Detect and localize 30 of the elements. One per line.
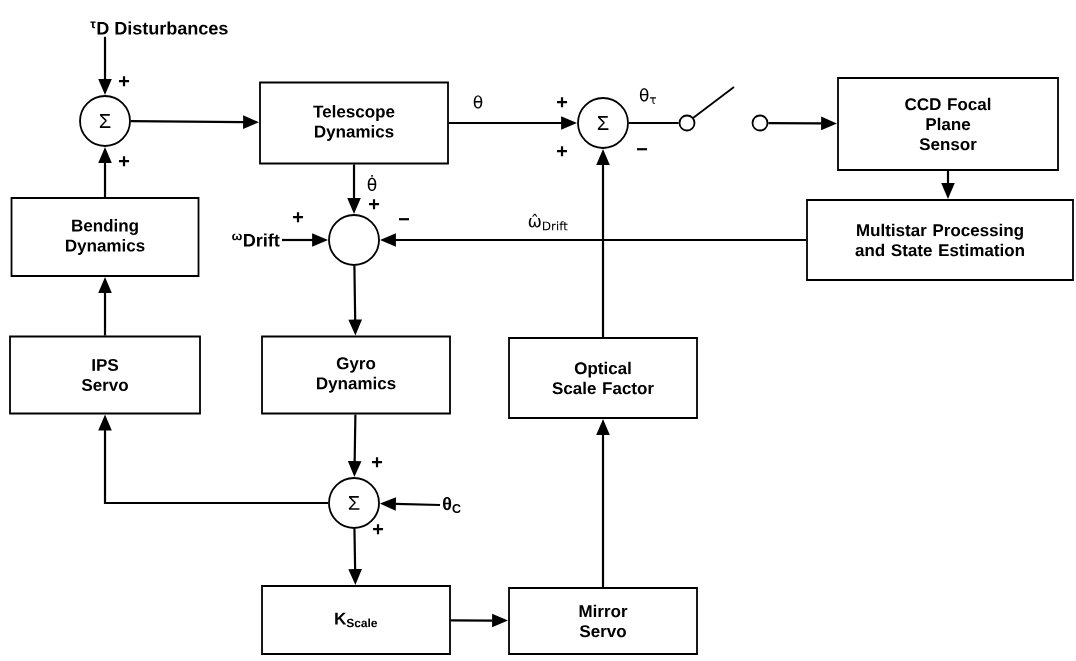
edge-label: θ̇ [365,173,379,193]
edge-label: θ$_{τ}$ [637,87,659,105]
switch-terminal [678,114,696,132]
sign-label: + [557,97,568,108]
process-box: CCD Focal Plane Sensor [837,77,1059,171]
input-label: $^{ω}$Drift [232,233,280,247]
sign-label: + [557,146,568,157]
edge-label: ω̂$_{Drift}$ [526,212,570,232]
switch-terminal [751,114,769,132]
sign-label: − [637,148,647,151]
input-label: θ$_{C}$ [443,497,461,513]
sign-label: + [369,199,380,210]
input-label: $^{τ}$D Disturbances [90,21,228,35]
summing-junction: Σ [79,95,131,147]
process-box: K$_{Scale}$ [261,585,451,655]
sign-label: + [372,457,383,468]
summing-junction: Σ [577,97,629,149]
process-box: Bending Dynamics [10,197,200,277]
junction-circle [328,214,380,266]
sign-label: + [119,76,130,87]
process-box: Telescope Dynamics [259,81,449,165]
process-box: IPS Servo [9,335,201,415]
sign-label: + [119,156,130,167]
process-box: Multistar Processing and State Estimation [806,199,1074,281]
process-box: Gyro Dynamics [261,335,451,415]
edge-label: θ [471,94,485,110]
sign-label: + [293,212,304,223]
process-box: Optical Scale Factor [508,337,698,419]
process-box: Mirror Servo [508,587,698,655]
sign-label: − [399,218,409,221]
